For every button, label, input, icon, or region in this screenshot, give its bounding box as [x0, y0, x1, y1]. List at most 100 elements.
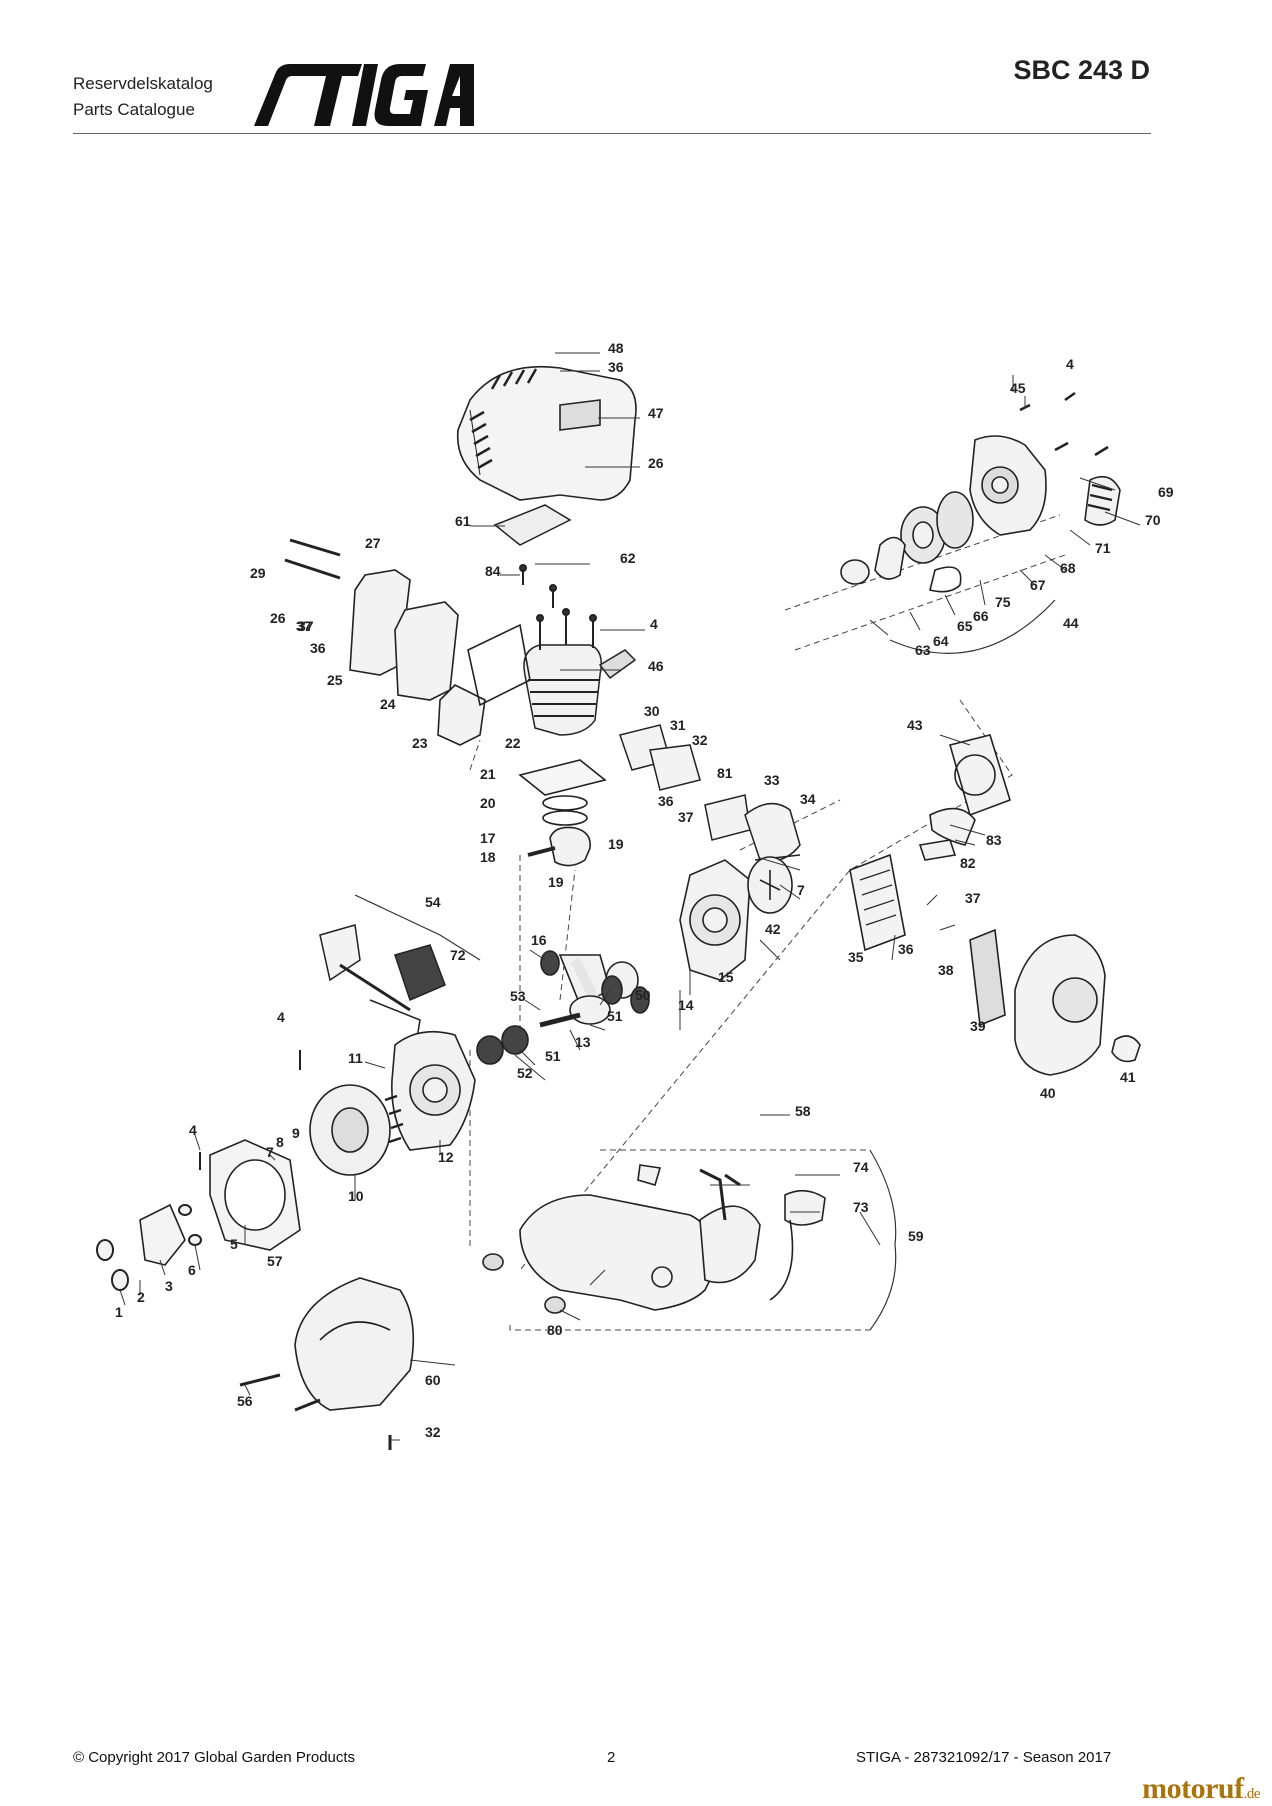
part-callout-1: 1 — [115, 1304, 123, 1320]
muffler — [349, 569, 531, 746]
starter-cover-left — [139, 1139, 301, 1266]
part-callout-20: 20 — [480, 795, 496, 811]
cover-plate-61 — [493, 504, 572, 546]
small-fasteners — [96, 1050, 301, 1291]
part-callout-32: 32 — [692, 732, 708, 748]
engine-cover — [456, 365, 637, 501]
part-callout-25: 25 — [327, 672, 343, 688]
part-callout-23: 23 — [412, 735, 428, 751]
part-callout-52: 52 — [517, 1065, 533, 1081]
part-callout-56: 56 — [237, 1393, 253, 1409]
part-callout-51: 51 — [607, 1008, 623, 1024]
part-callout-26: 26 — [270, 610, 286, 626]
part-callout-35: 35 — [848, 949, 864, 965]
assembly-brackets — [354, 599, 1056, 1331]
part-callout-39: 39 — [970, 1018, 986, 1034]
part-callout-48: 48 — [608, 340, 624, 356]
part-callout-81: 81 — [717, 765, 733, 781]
part-callout-41: 41 — [1120, 1069, 1136, 1085]
part-callout-16: 16 — [531, 932, 547, 948]
part-callout-70: 70 — [1145, 512, 1161, 528]
watermark-logo: motoruf.de — [1142, 1772, 1260, 1805]
part-callout-34: 34 — [800, 791, 816, 807]
catalog-title-english: Parts Catalogue — [73, 100, 195, 119]
air-filter-group — [849, 734, 1141, 1076]
crankcase-left — [391, 1030, 476, 1151]
muffler-screws — [284, 538, 341, 580]
part-callout-4: 4 — [189, 1122, 197, 1138]
part-callout-47: 47 — [648, 405, 664, 421]
footer-copyright: © Copyright 2017 Global Garden Products — [73, 1749, 356, 1766]
part-callout-83: 83 — [986, 832, 1002, 848]
part-callout-29: 29 — [250, 565, 266, 581]
part-callout-59: 59 — [908, 1228, 924, 1244]
part-callout-36: 36 — [898, 941, 914, 957]
part-callout-10: 10 — [348, 1188, 364, 1204]
part-callout-74: 74 — [853, 1159, 869, 1175]
part-callout-4: 4 — [1066, 356, 1074, 372]
carburettor-group — [619, 724, 801, 862]
part-callout-44: 44 — [1063, 615, 1079, 631]
part-callout-32: 32 — [425, 1424, 441, 1440]
cylinder-bolts — [519, 564, 597, 650]
part-callout-53: 53 — [510, 988, 526, 1004]
footer-document-id: STIGA - 287321092/17 - Season 2017 — [856, 1749, 1112, 1766]
part-callout-33: 33 — [764, 772, 780, 788]
fuel-tank — [482, 1164, 826, 1314]
part-callout-58: 58 — [795, 1103, 811, 1119]
part-callout-63: 63 — [915, 642, 931, 658]
part-callout-13: 13 — [575, 1034, 591, 1050]
part-callout-19: 19 — [608, 836, 624, 852]
leader-lines — [119, 352, 1141, 1441]
part-callout-36: 36 — [608, 359, 624, 375]
part-callout-30: 30 — [644, 703, 660, 719]
piston-group — [518, 759, 607, 867]
part-callout-75: 75 — [995, 594, 1011, 610]
part-callout-9: 9 — [292, 1125, 300, 1141]
part-callout-8: 8 — [276, 1134, 284, 1150]
part-callout-17: 17 — [480, 830, 496, 846]
part-callout-3: 3 — [165, 1278, 173, 1294]
starter-bolts — [1019, 391, 1109, 457]
part-callout-36: 36 — [310, 640, 326, 656]
part-callout-73: 73 — [853, 1199, 869, 1215]
part-callout-21: 21 — [480, 766, 496, 782]
part-callout-37: 37 — [965, 890, 981, 906]
part-callout-37: 37 — [678, 809, 694, 825]
part-callout-37: 37 — [296, 618, 312, 634]
part-callout-11: 11 — [348, 1050, 363, 1066]
part-number-callouts: 1234567891011121314151617181920212223242… — [115, 340, 1174, 1440]
part-callout-84: 84 — [485, 563, 501, 579]
part-callout-38: 38 — [938, 962, 954, 978]
part-callout-68: 68 — [1060, 560, 1076, 576]
part-callout-6: 6 — [188, 1262, 196, 1278]
part-callout-24: 24 — [380, 696, 396, 712]
part-callout-7: 7 — [266, 1144, 274, 1160]
crankshaft — [476, 950, 650, 1065]
part-callout-5: 5 — [230, 1236, 238, 1252]
part-callout-2: 2 — [137, 1289, 145, 1305]
part-callout-62: 62 — [620, 550, 636, 566]
header-divider — [73, 133, 1151, 134]
part-callout-37: 37 — [298, 618, 314, 634]
part-callout-51: 51 — [545, 1048, 561, 1064]
part-callout-54: 54 — [425, 894, 441, 910]
part-callout-60: 60 — [425, 1372, 441, 1388]
ignition-module — [319, 924, 446, 1051]
part-callout-18: 18 — [480, 849, 496, 865]
flywheel — [309, 1084, 404, 1176]
catalog-title-swedish: Reservdelskatalog — [73, 74, 213, 93]
part-callout-40: 40 — [1040, 1085, 1056, 1101]
part-callout-43: 43 — [907, 717, 923, 733]
part-callout-15: 15 — [718, 969, 734, 985]
part-callout-82: 82 — [960, 855, 976, 871]
part-callout-22: 22 — [505, 735, 521, 751]
part-callout-72: 72 — [450, 947, 466, 963]
starter-group — [840, 435, 1121, 593]
model-number: SBC 243 D — [1013, 55, 1150, 85]
part-callout-31: 31 — [670, 717, 686, 733]
part-callout-65: 65 — [957, 618, 973, 634]
stiga-logo — [254, 64, 474, 126]
part-callout-12: 12 — [438, 1149, 454, 1165]
